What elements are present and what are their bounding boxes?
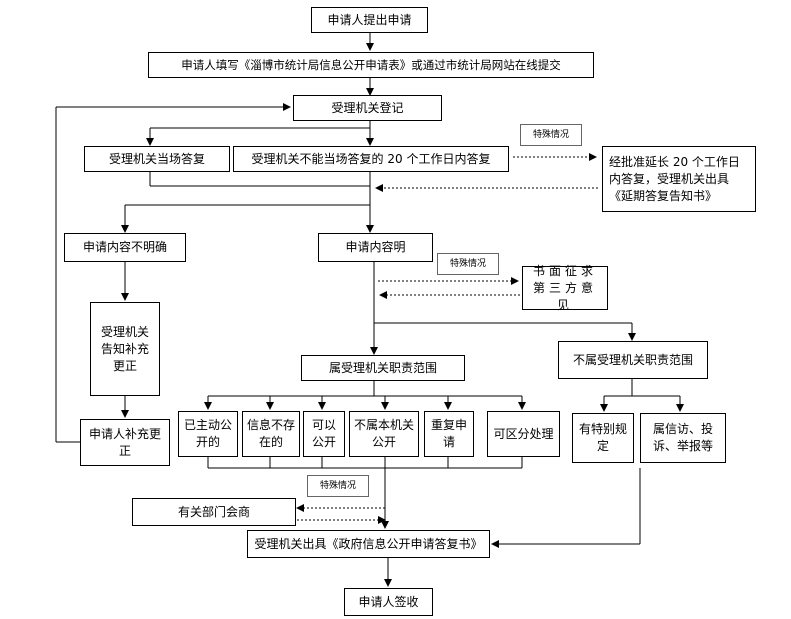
node-outside-scope: 不属受理机关职责范围 — [558, 341, 708, 379]
special-case-tag-3: 特殊情况 — [307, 475, 369, 497]
node-consult-dept: 有关部门会商 — [132, 498, 296, 526]
node-apply: 申请人提出申请 — [311, 7, 428, 33]
node-already-public: 已主动公开的 — [178, 411, 238, 457]
special-case-tag-1: 特殊情况 — [520, 124, 582, 146]
node-third-party: 书面征求第三方意见 — [522, 264, 608, 312]
node-content-clear: 申请内容明 — [318, 233, 433, 262]
node-issue-reply: 受理机关出具《政府信息公开申请答复书》 — [247, 530, 490, 558]
node-extension: 经批准延长 20 个工作日内答复，受理机关出具《延期答复告知书》 — [602, 146, 756, 212]
node-notify-supplement: 受理机关告知补充更正 — [90, 302, 160, 396]
node-applicant-supplement: 申请人补充更正 — [80, 419, 170, 466]
node-duplicate: 重复申请 — [424, 411, 474, 457]
node-not-public: 不属本机关公开 — [349, 411, 419, 457]
node-fill-form: 申请人填写《淄博市统计局信息公开申请表》或通过市统计局网站在线提交 — [148, 52, 594, 78]
node-sign: 申请人签收 — [344, 588, 433, 616]
node-reply-on-spot: 受理机关当场答复 — [84, 146, 230, 172]
node-not-exist: 信息不存在的 — [242, 411, 300, 457]
node-petition: 属信访、投诉、举报等 — [640, 413, 726, 463]
special-case-tag-2: 特殊情况 — [437, 253, 499, 275]
node-reply-20-days: 受理机关不能当场答复的 20 个工作日内答复 — [233, 146, 509, 172]
node-can-public: 可以公开 — [303, 411, 345, 457]
node-content-unclear: 申请内容不明确 — [64, 233, 186, 262]
node-special-rule: 有特别规定 — [572, 413, 634, 463]
node-partial: 可区分处理 — [487, 411, 560, 457]
node-within-scope: 属受理机关职责范围 — [301, 355, 465, 381]
node-register: 受理机关登记 — [293, 95, 442, 121]
